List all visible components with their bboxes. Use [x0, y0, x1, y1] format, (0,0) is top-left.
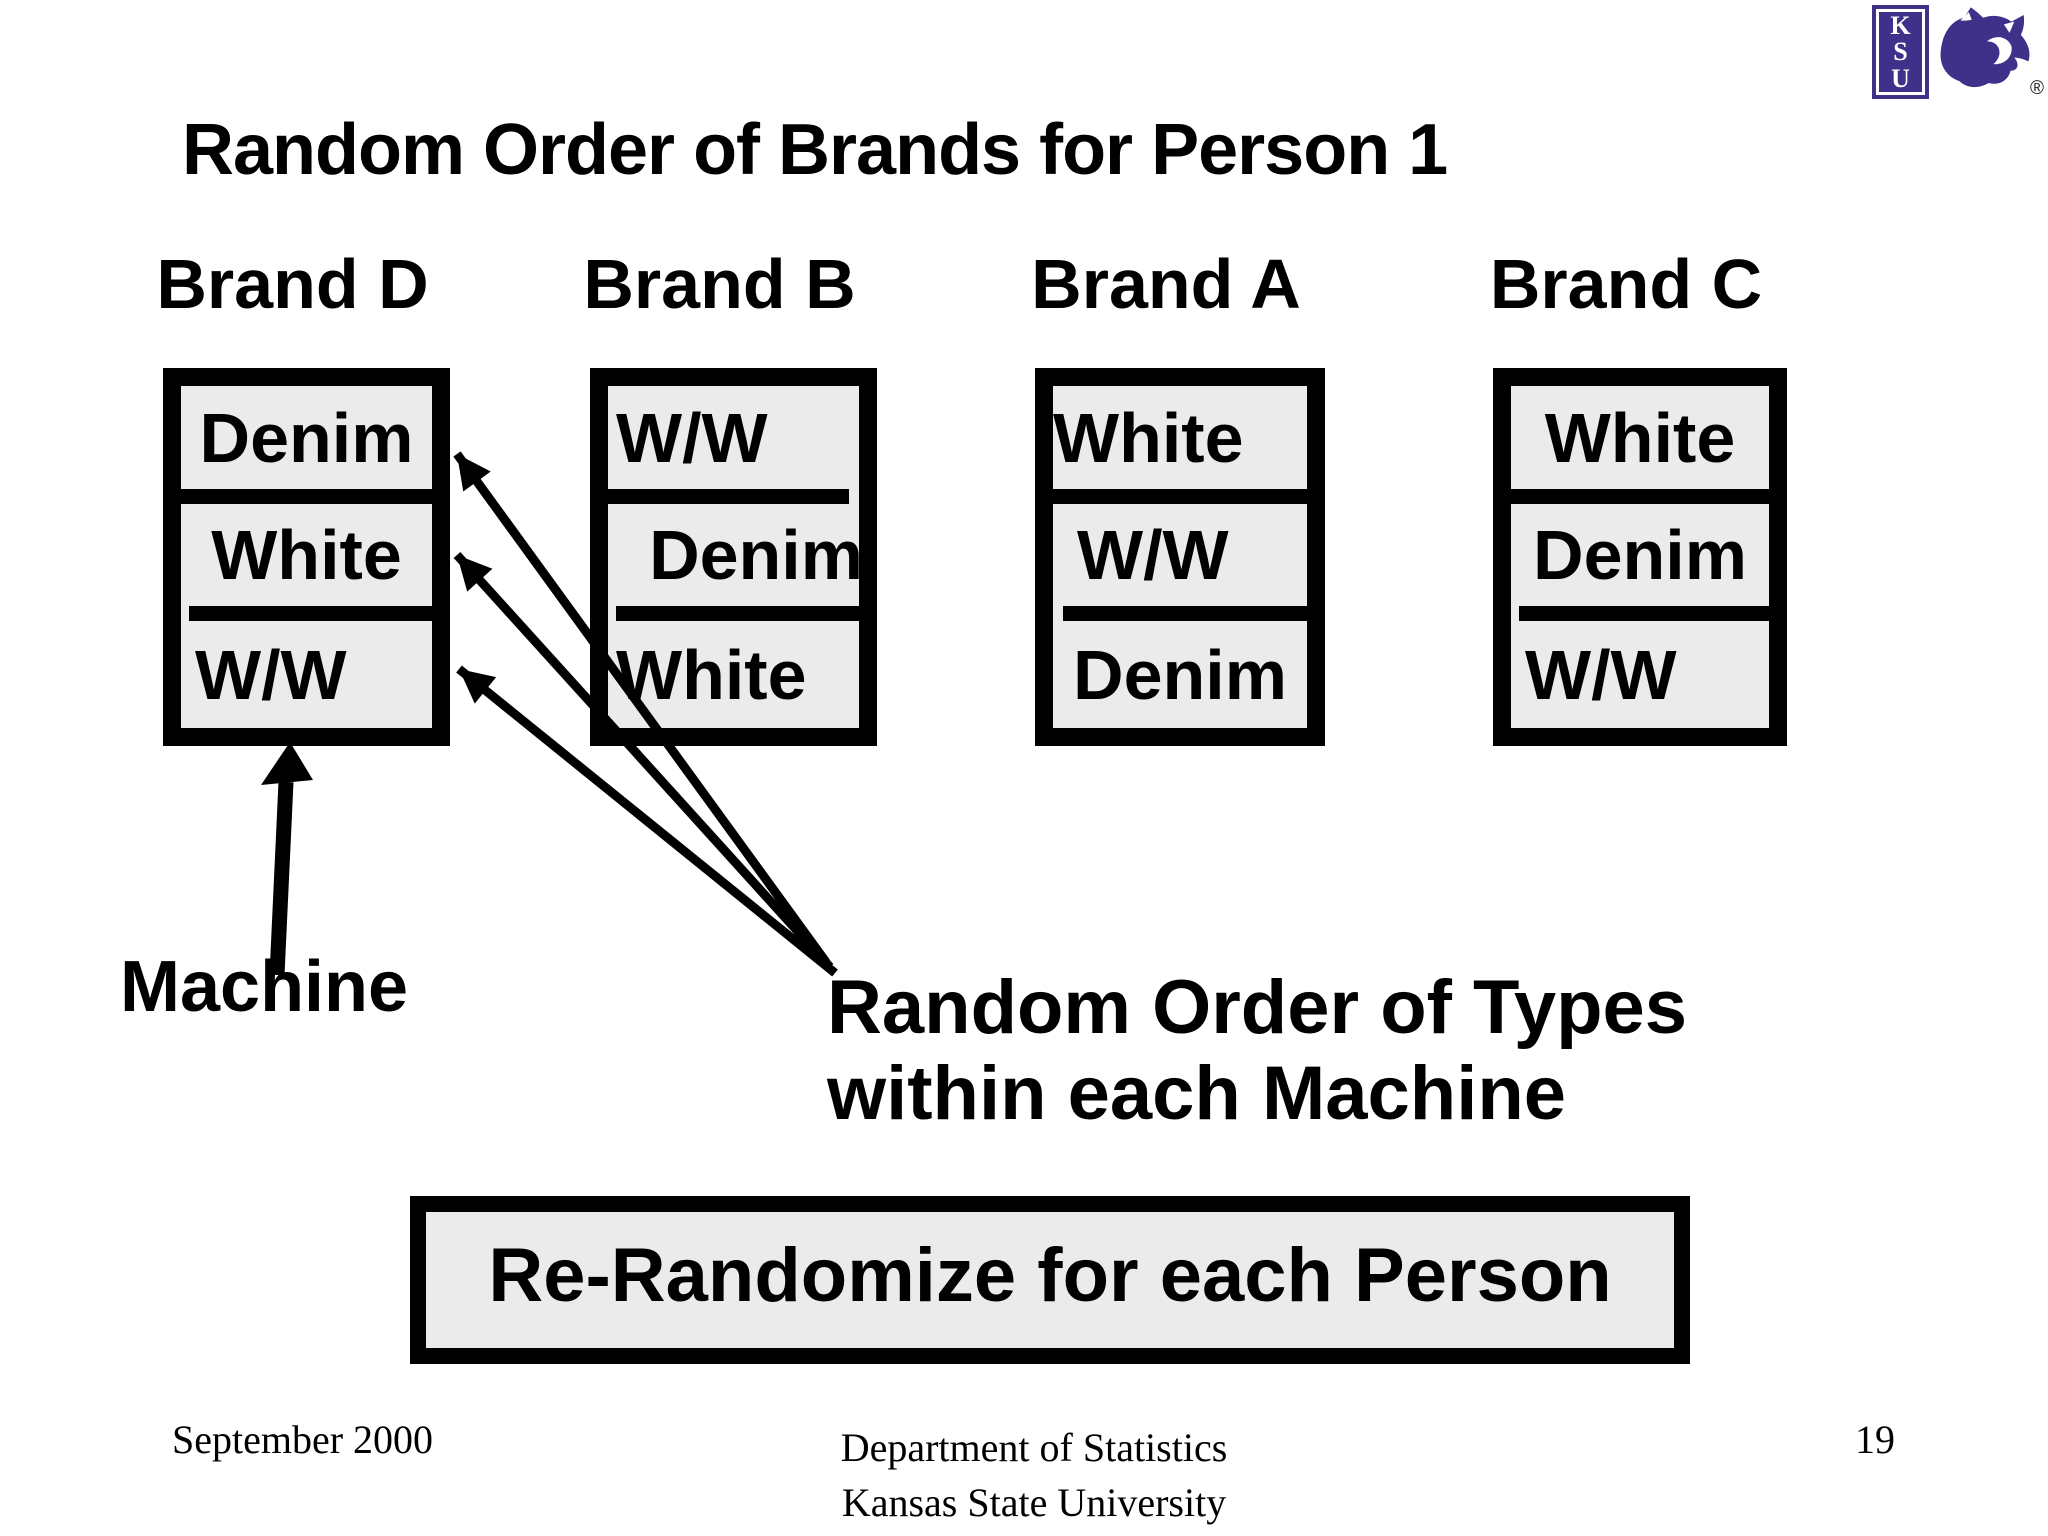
machine-cell: White	[211, 516, 402, 594]
rerandomize-box: Re-Randomize for each Person	[410, 1196, 1690, 1364]
registered-trademark: ®	[2030, 78, 2044, 99]
machine-label-brand-c: Brand C	[1489, 245, 1763, 323]
rerandomize-label: Re-Randomize for each Person	[488, 1232, 1612, 1318]
cell-divider	[1053, 489, 1307, 504]
machine-cell: Denim	[1533, 516, 1747, 594]
types-note-line2: within each Machine	[827, 1051, 1567, 1136]
cell-divider	[189, 606, 432, 621]
machine-label-brand-a: Brand A	[1031, 245, 1301, 323]
machine-cell: W/W	[1077, 516, 1229, 594]
slide-title: Random Order of Brands for Person 1	[182, 110, 1448, 190]
machine-label-brand-b: Brand B	[583, 245, 856, 323]
ksu-letter-u: U	[1891, 63, 1910, 93]
ksu-letters: K S U	[1876, 9, 1925, 95]
footer-org-line2: Kansas State University	[841, 1480, 1227, 1525]
cell-divider	[1063, 606, 1307, 621]
machine-cell: White	[1053, 398, 1244, 477]
page-number: 19	[1855, 1417, 1895, 1462]
footer-date: September 2000	[172, 1417, 434, 1462]
ksu-letterbox: K S U	[1872, 5, 1929, 99]
machine-cell: White	[616, 635, 807, 714]
cell-divider	[608, 489, 849, 504]
machine-label-brand-d: Brand D	[156, 245, 429, 323]
cell-divider	[616, 606, 859, 621]
machine-cell: Denim	[649, 516, 863, 594]
machine-cell: W/W	[616, 398, 768, 477]
machine-pointer-label: Machine	[120, 947, 409, 1027]
machine-cell: White	[1544, 398, 1736, 477]
ksu-letter-s: S	[1893, 37, 1908, 66]
types-note: Random Order of Types within each Machin…	[827, 965, 1687, 1137]
types-note-line1: Random Order of Types	[827, 965, 1688, 1050]
machine-cell: W/W	[195, 635, 347, 714]
footer-org-line1: Department of Statistics	[840, 1425, 1228, 1470]
powercat-icon: ®	[1932, 5, 2044, 99]
footer-organization: Department of Statistics Kansas State Un…	[841, 1420, 1228, 1530]
cell-divider	[1519, 606, 1769, 621]
machine-cell: W/W	[1525, 635, 1677, 714]
machine-cell: Denim	[1073, 635, 1287, 714]
ksu-letter-k: K	[1890, 10, 1911, 40]
cell-divider	[1511, 489, 1769, 504]
ksu-logo: K S U ®	[1872, 5, 2044, 99]
cell-divider	[181, 489, 432, 504]
machine-cell: Denim	[199, 398, 414, 477]
machine-arrow-head	[261, 742, 313, 785]
